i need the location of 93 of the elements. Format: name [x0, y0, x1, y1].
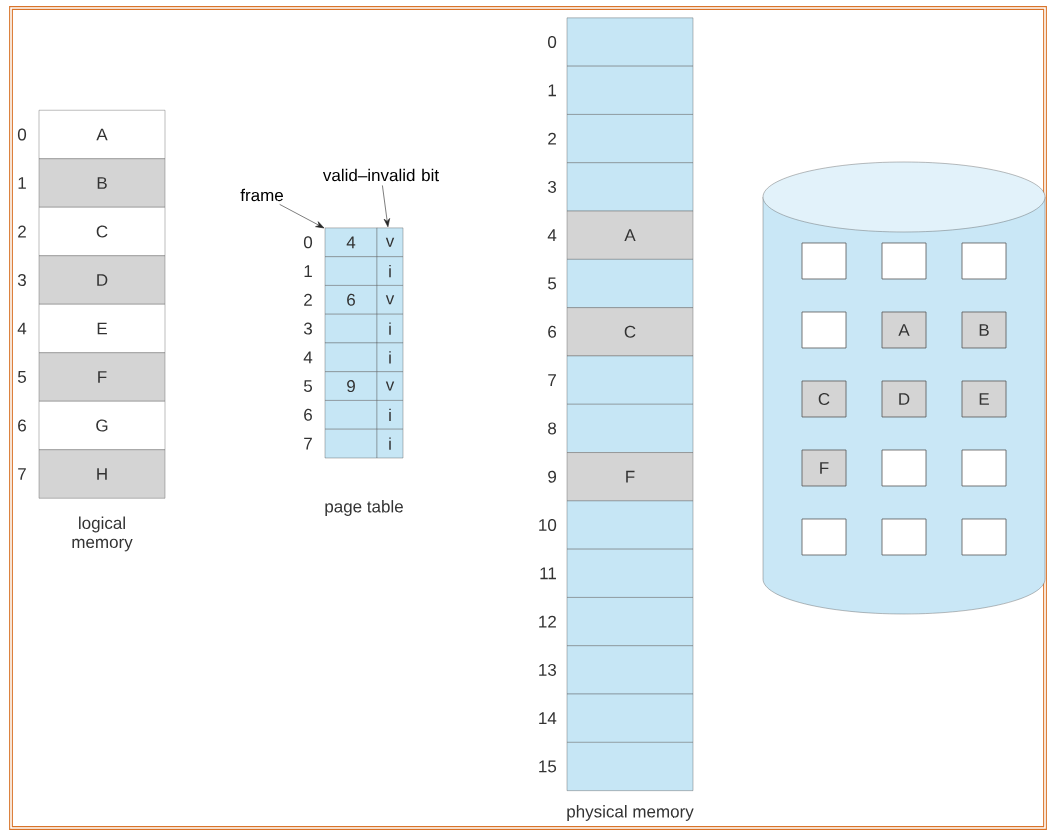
row-index: 4 [303, 351, 313, 364]
disk-block [801, 311, 847, 349]
memory-cell: H [38, 449, 166, 499]
disk-block [961, 518, 1007, 556]
table-caption: page table [325, 500, 403, 516]
disk-block [961, 242, 1007, 280]
row-index: 2 [304, 293, 312, 306]
frame-number: 2 [548, 132, 556, 145]
memory-cell: E [38, 304, 166, 353]
table-cell [324, 256, 378, 286]
frame-number: 9 [548, 470, 556, 483]
row-index: 7 [18, 468, 26, 480]
memory-frame [566, 500, 694, 550]
memory-frame [566, 693, 694, 743]
memory-frame: C [566, 307, 694, 357]
row-index: 3 [17, 274, 26, 286]
frame-number: 8 [548, 422, 557, 435]
memory-cell: B [38, 158, 166, 208]
memory-frame: F [566, 452, 694, 502]
disk-block [801, 242, 847, 280]
memory-cell: F [38, 352, 166, 402]
disk-block: A [881, 311, 927, 349]
row-index: 2 [18, 225, 26, 238]
row-index: 6 [304, 408, 312, 421]
row-index: 0 [303, 236, 313, 249]
row-index: 5 [303, 380, 312, 393]
table-cell: i [376, 342, 404, 372]
memory-frame [566, 114, 694, 163]
arrow [279, 204, 325, 229]
arrow [382, 185, 390, 228]
memory-frame [566, 65, 694, 115]
disk-block: F [801, 449, 847, 487]
table-cell: i [376, 314, 404, 344]
table-cell [324, 314, 378, 344]
memory-cell: C [38, 207, 166, 256]
disk-block [881, 242, 927, 280]
memory-frame [566, 742, 694, 791]
arrow-label: frame [240, 188, 283, 202]
table-cell: 9 [324, 371, 378, 401]
memory-frame [566, 17, 694, 67]
disk-block [881, 449, 927, 487]
disk-block: C [801, 380, 847, 418]
memory-frame [566, 597, 694, 646]
memory-cell: A [38, 110, 166, 159]
row-index: 5 [17, 371, 26, 383]
memory-frame [566, 259, 694, 308]
table-cell: 6 [324, 285, 378, 315]
table-cell: 4 [324, 227, 378, 257]
disk-block: B [961, 311, 1007, 349]
row-index: 1 [18, 177, 26, 189]
memory-cell: G [38, 401, 166, 450]
row-index: 1 [304, 265, 312, 277]
frame-number: 6 [548, 325, 557, 338]
frame-number: 5 [548, 277, 557, 290]
table-cell: i [376, 256, 404, 286]
frame-number: 10 [539, 519, 557, 531]
row-index: 7 [304, 437, 312, 450]
frame-number: 11 [540, 567, 556, 580]
memory-frame [566, 162, 694, 212]
frame-number: 13 [539, 663, 557, 676]
table-cell: v [376, 371, 404, 401]
disk-block: E [961, 380, 1007, 418]
frame-number: 3 [548, 180, 557, 193]
disk-block: D [881, 380, 927, 418]
memory-frame [566, 355, 694, 405]
frame-number: 1 [548, 84, 556, 97]
memory-frame [566, 548, 694, 598]
table-cell: v [376, 227, 404, 257]
table-cell [324, 400, 378, 430]
row-index: 0 [17, 128, 27, 141]
row-index: 3 [303, 322, 312, 335]
row-index: 4 [17, 322, 27, 335]
disk-block [881, 518, 927, 556]
table-cell [324, 342, 378, 372]
disk-block [801, 518, 847, 556]
memory-cell: D [38, 255, 166, 305]
table-cell: i [376, 400, 404, 430]
frame-number: 12 [539, 615, 556, 628]
row-index: 6 [18, 419, 26, 432]
memory-frame [566, 404, 694, 453]
frame-number: 7 [548, 374, 556, 386]
frame-number: 15 [539, 760, 557, 773]
arrow-label: valid–invalid bit [322, 168, 439, 182]
frame-number: 4 [547, 229, 557, 242]
frame-number: 14 [539, 712, 557, 725]
memory-frame [566, 645, 694, 695]
table-cell: i [376, 429, 404, 459]
frame-number: 0 [548, 36, 557, 48]
memory-frame: A [566, 210, 694, 260]
table-cell: v [376, 285, 404, 315]
table-cell [324, 429, 378, 459]
disk-block [961, 449, 1007, 487]
memory-caption: logical memory [72, 516, 133, 552]
